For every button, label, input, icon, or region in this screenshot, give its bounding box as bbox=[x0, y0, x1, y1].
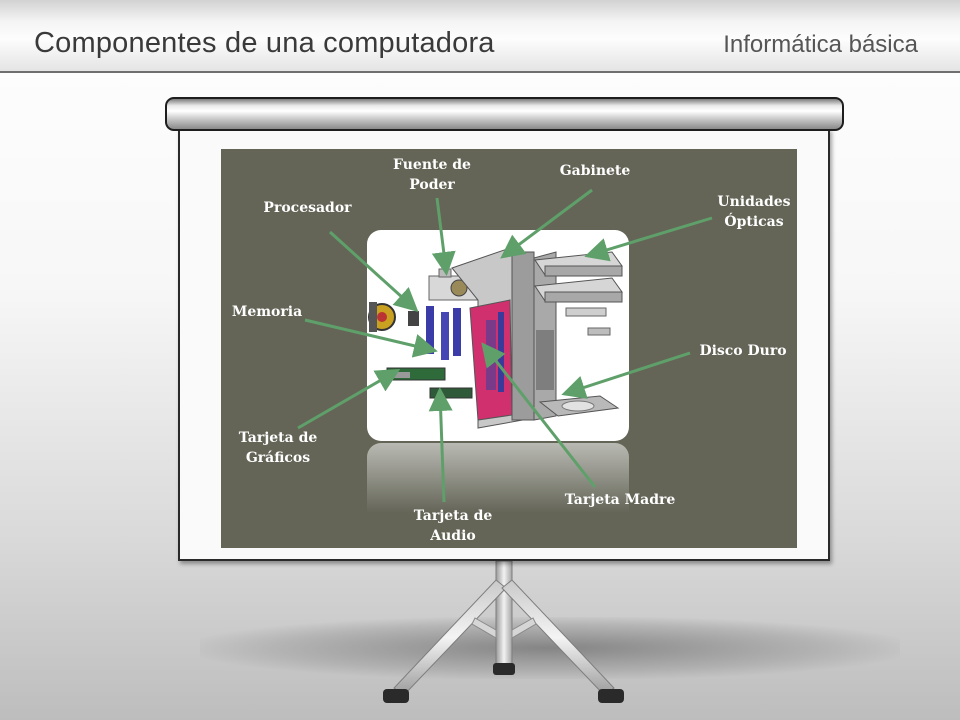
graphics-card bbox=[386, 367, 446, 381]
arrow-grafica bbox=[297, 369, 401, 430]
processor-chip bbox=[408, 311, 419, 326]
label-memoria: Memoria bbox=[231, 304, 303, 320]
label-tarjeta-madre: Tarjeta Madre bbox=[564, 492, 676, 508]
arrow-madre bbox=[481, 342, 597, 488]
label-fuente-de-poder: Fuente de Poder bbox=[393, 157, 471, 193]
stand-foot-left bbox=[383, 689, 409, 703]
label-tarjeta-graficos: Tarjeta de Gráficos bbox=[238, 430, 318, 466]
arrow-gabinete bbox=[500, 188, 593, 259]
label-disco-duro: Disco Duro bbox=[699, 343, 787, 359]
arrow-unidades bbox=[584, 216, 713, 262]
slide-subtitle: Informática básica bbox=[723, 31, 918, 58]
screen-roller bbox=[165, 97, 844, 131]
slide-title: Componentes de una computadora bbox=[34, 27, 495, 59]
memory-modules bbox=[426, 306, 461, 360]
slide-header: Componentes de una computadora Informáti… bbox=[0, 0, 960, 73]
stand-foot-center bbox=[493, 663, 515, 675]
arrow-disco bbox=[561, 351, 691, 399]
label-gabinete: Gabinete bbox=[559, 163, 631, 179]
label-unidades-opticas: Unidades Ópticas bbox=[717, 194, 791, 230]
stand-brace-right bbox=[511, 617, 537, 639]
arrow-memoria bbox=[304, 318, 438, 358]
arrow-fuente bbox=[431, 197, 456, 276]
label-tarjeta-audio: Tarjeta de Audio bbox=[413, 508, 493, 544]
stand-brace-left bbox=[471, 617, 497, 639]
stand-foot-right bbox=[598, 689, 624, 703]
optical-drives bbox=[534, 251, 623, 336]
cpu-fan bbox=[368, 302, 396, 332]
label-procesador: Procesador bbox=[263, 200, 352, 216]
arrow-audio bbox=[428, 387, 453, 503]
arrow-procesador bbox=[328, 230, 419, 313]
computer-photo-reflection bbox=[367, 443, 629, 513]
